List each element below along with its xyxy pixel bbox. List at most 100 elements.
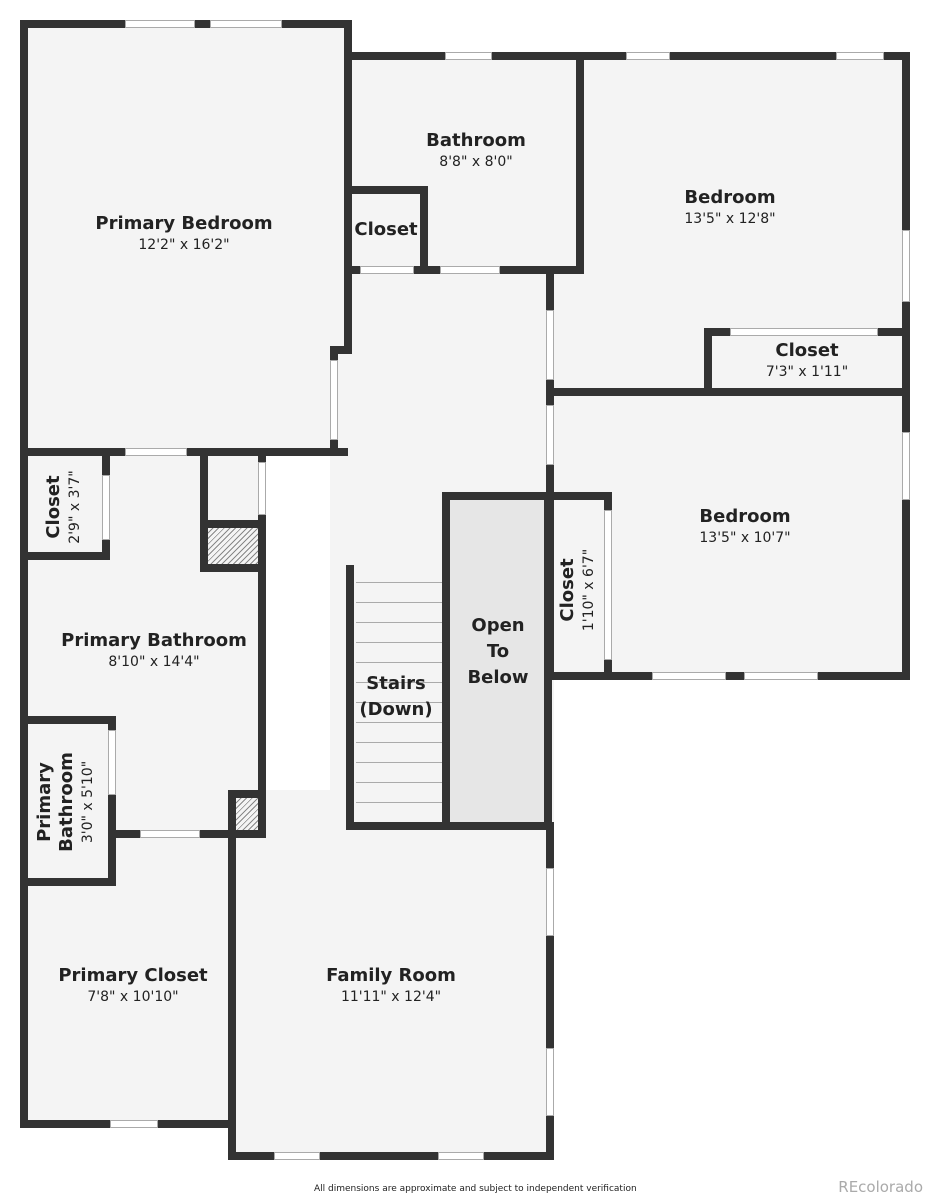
wall: [200, 520, 266, 528]
room-bedroom-1-closet: Closet 7'3" x 1'11": [766, 340, 848, 382]
room-closet-hall: Closet: [354, 219, 417, 241]
wall: [20, 878, 116, 886]
room-name: Closet: [775, 340, 839, 361]
window: [546, 310, 554, 380]
room-name: Closet: [43, 475, 64, 539]
room-dims: 7'3" x 1'11": [765, 364, 849, 380]
wall: [546, 388, 910, 396]
floor-area: [20, 20, 352, 456]
room-name: Bathroom: [426, 130, 526, 151]
stair-tread: [356, 602, 442, 603]
wall: [420, 186, 428, 274]
room-name: Bedroom: [699, 506, 791, 527]
floor-area: [228, 790, 554, 1160]
window: [108, 730, 116, 795]
wall: [20, 552, 110, 560]
wall: [258, 455, 266, 838]
wall: [200, 448, 208, 572]
wall: [546, 272, 554, 680]
room-dims: 13'5" x 10'7": [699, 530, 791, 546]
stair-tread: [356, 702, 442, 703]
stair-tread: [356, 642, 442, 643]
disclaimer: All dimensions are approximate and subje…: [314, 1184, 637, 1194]
room-primary-bathroom: Primary Bathroom 8'10" x 14'4": [61, 630, 247, 672]
room-open-to-below: Open To Below: [463, 613, 533, 691]
stair-tread: [356, 682, 442, 683]
stair-tread: [356, 662, 442, 663]
wall: [902, 52, 910, 680]
window: [330, 360, 338, 440]
room-bedroom-2: Bedroom 13'5" x 10'7": [699, 506, 790, 548]
window: [110, 1120, 158, 1128]
wall: [20, 20, 28, 1128]
wall: [228, 790, 236, 1160]
room-family-room: Family Room 11'11" x 12'4": [326, 965, 456, 1007]
wall: [344, 186, 428, 194]
room-name: Bedroom: [684, 187, 776, 208]
room-dims: 2'9" x 3'7": [67, 470, 83, 544]
wall: [442, 492, 450, 830]
chase-hatch: [236, 798, 258, 830]
room-name: Primary Bedroom: [95, 213, 273, 234]
window: [445, 52, 492, 60]
room-dims: 1'10" x 6'7": [581, 548, 597, 632]
room-dims: 11'11" x 12'4": [340, 989, 442, 1005]
stair-tread: [356, 802, 442, 803]
wall: [576, 52, 584, 274]
window: [125, 20, 195, 28]
window: [730, 328, 878, 336]
window: [360, 266, 414, 274]
window: [546, 1048, 554, 1116]
window: [546, 868, 554, 936]
brand-logo: REcolorado: [838, 1178, 923, 1196]
stair-tread: [356, 762, 442, 763]
wall: [20, 716, 116, 724]
room-dims: 8'8" x 8'0": [439, 154, 513, 170]
wall: [704, 328, 712, 396]
wall: [442, 492, 612, 500]
room-dims: 12'2" x 16'2": [138, 237, 230, 253]
room-name: Closet: [354, 219, 418, 240]
wall: [546, 672, 910, 680]
room-name: Closet: [557, 558, 578, 622]
stair-tread: [356, 722, 442, 723]
window: [102, 475, 110, 540]
window: [258, 462, 266, 515]
room-bedroom-1: Bedroom 13'5" x 12'8": [684, 187, 775, 229]
wall: [228, 1152, 554, 1160]
window: [438, 1152, 484, 1160]
room-name: Open To Below: [467, 615, 529, 688]
room-name: Family Room: [326, 965, 456, 986]
stair-tread: [356, 582, 442, 583]
window: [744, 672, 818, 680]
window: [125, 448, 187, 456]
window: [210, 20, 282, 28]
wall: [544, 492, 552, 830]
window: [140, 830, 200, 838]
wall: [346, 822, 552, 830]
room-stairs: Stairs (Down): [356, 671, 436, 723]
room-dims: 3'0" x 5'10": [80, 760, 96, 844]
room-name: Primary Bathroom: [61, 630, 247, 651]
open-to-below-area: [442, 492, 552, 830]
stair-tread: [356, 622, 442, 623]
window: [902, 230, 910, 302]
wall: [546, 822, 554, 1160]
wall: [346, 565, 354, 830]
wall: [420, 266, 584, 274]
room-dims: 7'8" x 10'10": [87, 989, 179, 1005]
wall: [200, 564, 266, 572]
window: [440, 266, 500, 274]
wall: [344, 20, 352, 350]
window: [652, 672, 726, 680]
window: [836, 52, 884, 60]
room-dims: 8'10" x 14'4": [108, 654, 200, 670]
stair-tread: [356, 742, 442, 743]
window: [274, 1152, 320, 1160]
room-dims: 13'5" x 12'8": [684, 211, 776, 227]
